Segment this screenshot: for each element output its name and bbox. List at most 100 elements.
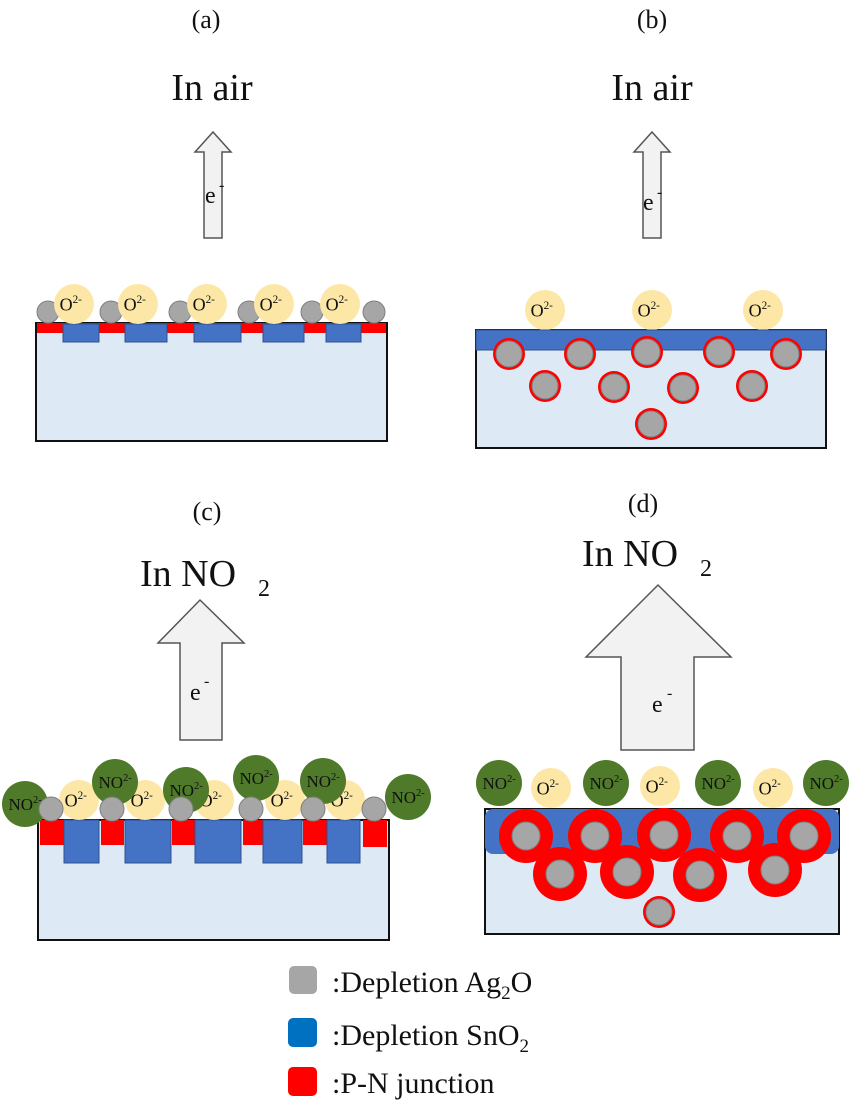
- ion-circle: [476, 760, 522, 806]
- ag2o-particle: [300, 300, 324, 324]
- ion-label: O2-: [638, 300, 661, 320]
- ion-label: NO2-: [482, 774, 516, 793]
- ion-label: O2-: [193, 294, 216, 314]
- ion-label: O2-: [124, 294, 147, 314]
- panel-d-title: In NO 2: [582, 533, 712, 582]
- panel-a-title: In air: [171, 67, 253, 109]
- ion-circle: [233, 755, 279, 801]
- panel-b-title: In air: [611, 67, 693, 109]
- pn-junction-block: [172, 820, 195, 845]
- sno2-depletion-block: [193, 323, 242, 343]
- ion-circle: [803, 760, 849, 806]
- panel-a-label: (a): [192, 5, 221, 34]
- ion-label: NO2-: [589, 774, 623, 793]
- svg-text::Depletion Ag2O: :Depletion Ag2O: [332, 966, 532, 1004]
- ag2o-particle: [633, 338, 661, 366]
- ag2o-particle: [760, 855, 790, 885]
- pn-junction-block: [101, 820, 124, 845]
- no2-ion: NO2-: [233, 755, 279, 801]
- sno2-depletion-block: [63, 819, 100, 864]
- ion-circle: [525, 290, 565, 330]
- ion-circle: [632, 290, 672, 330]
- no2-ion: NO2-: [695, 760, 741, 806]
- oxygen-ion: O2-: [187, 284, 227, 324]
- ion-circle: [92, 759, 138, 805]
- ion-circle: [254, 284, 294, 324]
- panel-d-label: (d): [628, 489, 658, 518]
- ag2o-particle: [545, 859, 575, 889]
- svg-text:e: e: [205, 183, 216, 209]
- ag2o-particle: [531, 372, 559, 400]
- svg-text::Depletion SnO2: :Depletion SnO2: [332, 1019, 529, 1057]
- svg-text:-: -: [204, 673, 209, 690]
- ag2o-particle: [645, 898, 673, 926]
- pn-junction-block: [40, 820, 64, 845]
- ion-circle: [743, 290, 783, 330]
- ion-label: NO2-: [8, 795, 42, 814]
- legend-item-pn: :P-N junction: [288, 1067, 495, 1100]
- legend-swatch-sno2: [288, 1018, 317, 1047]
- ag2o-particle: [566, 340, 594, 368]
- panel-b-label: (b): [637, 5, 667, 34]
- ion-circle: [583, 760, 629, 806]
- no2-ion: NO2-: [583, 760, 629, 806]
- ag2o-particle: [300, 796, 326, 822]
- ag2o-particle: [789, 821, 819, 851]
- ion-circle: [59, 780, 99, 820]
- ion-label: O2-: [749, 300, 772, 320]
- svg-text:-: -: [219, 177, 224, 194]
- oxygen-ion: O2-: [743, 290, 783, 330]
- electron-arrow-c: e -: [156, 598, 246, 741]
- ag2o-particle: [637, 410, 665, 438]
- ag2o-particle: [669, 374, 697, 402]
- ion-circle: [54, 284, 94, 324]
- legend-item-sno2: :Depletion SnO2: [288, 1018, 529, 1057]
- legend-item-ag2o: :Depletion Ag2O: [289, 966, 532, 1004]
- ag2o-particle: [495, 340, 523, 368]
- ion-label: NO2-: [169, 781, 203, 800]
- ag2o-particle: [238, 796, 264, 822]
- ion-label: NO2-: [239, 769, 273, 788]
- sno2-depletion-block: [326, 819, 361, 864]
- sno2-depletion-block: [262, 323, 305, 343]
- svg-text:In NO: In NO: [582, 533, 678, 575]
- pn-junction-block: [243, 820, 264, 845]
- svg-text:e: e: [652, 692, 663, 718]
- svg-text:e: e: [190, 680, 201, 706]
- ion-label: NO2-: [391, 788, 425, 807]
- svg-text:-: -: [667, 685, 672, 702]
- pn-junction-block: [363, 820, 387, 847]
- svg-text:In NO: In NO: [140, 553, 236, 595]
- svg-text:e: e: [643, 190, 654, 216]
- oxygen-ion: O2-: [525, 290, 565, 330]
- no2-ion: NO2-: [385, 774, 431, 820]
- ion-label: O2-: [537, 778, 560, 798]
- ion-label: O2-: [260, 294, 283, 314]
- electron-arrow-a: e -: [193, 130, 233, 239]
- oxygen-ion: O2-: [59, 780, 99, 820]
- ion-circle: [2, 781, 48, 827]
- ag2o-particle: [511, 821, 541, 851]
- ion-circle: [753, 768, 793, 808]
- panel-c-title: In NO 2: [140, 553, 270, 602]
- ag2o-particle: [600, 373, 628, 401]
- ion-label: O2-: [646, 776, 669, 796]
- oxygen-ion: O2-: [640, 766, 680, 806]
- sno2-depletion-block: [124, 819, 172, 864]
- ag2o-particle: [99, 796, 125, 822]
- ion-circle: [187, 284, 227, 324]
- no2-ion: NO2-: [2, 781, 48, 827]
- legend-swatch-ag2o: [289, 966, 317, 994]
- ion-label: NO2-: [98, 773, 132, 792]
- ion-circle: [695, 760, 741, 806]
- oxygen-ion: O2-: [531, 768, 571, 808]
- ion-circle: [531, 768, 571, 808]
- oxygen-ion: O2-: [54, 284, 94, 324]
- pn-junction-block: [303, 820, 327, 845]
- oxygen-ion: O2-: [632, 290, 672, 330]
- ag2o-particle: [580, 821, 610, 851]
- ag2o-particle: [685, 860, 715, 890]
- ag2o-particle: [168, 796, 194, 822]
- panel-d-surface: NO2-O2-NO2-O2-NO2-O2-NO2-: [476, 760, 849, 928]
- panel-c-surface: O2-O2-O2-O2-O2-NO2-NO2-NO2-NO2-NO2-NO2-: [2, 755, 431, 864]
